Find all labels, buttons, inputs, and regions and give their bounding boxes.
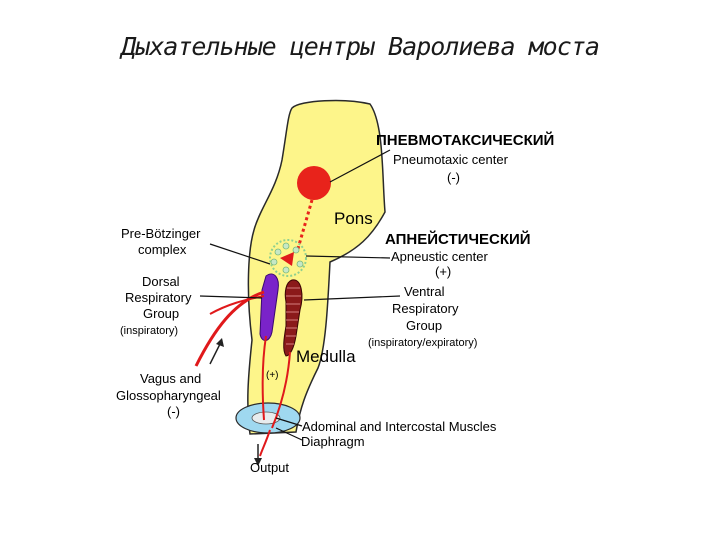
pneumotaxic-center-circle [297, 166, 331, 200]
ventral-group-stripes [286, 287, 301, 345]
medulla-label: Medulla [296, 347, 356, 366]
plus-small-label: (+) [266, 370, 279, 381]
vagus-nerve-branch [209, 295, 265, 315]
prebotzinger-label-2: complex [138, 242, 187, 257]
prebotzinger-leader [209, 243, 271, 265]
spinal-cord-grey-matter [251, 411, 281, 425]
page-title: Дыхательные центры Варолиева моста [121, 32, 600, 61]
pneumotaxic-label-ru: ПНЕВМОТАКСИЧЕСКИЙ [376, 131, 554, 149]
pons-label: Pons [334, 209, 373, 228]
muscles-label: Adominal and Intercostal Muscles [302, 419, 497, 434]
vagus-nerve [194, 290, 265, 367]
diaphragm-label: Diaphragm [301, 434, 365, 449]
dorsal-label-4: (inspiratory) [120, 325, 178, 337]
muscles-leader [275, 417, 303, 427]
apneustic-sign: (+) [435, 264, 451, 279]
vagus-label-3: (-) [167, 404, 180, 419]
apneustic-label-en: Apneustic center [391, 249, 489, 264]
brainstem-shape [247, 99, 386, 435]
ventral-leader [303, 295, 401, 301]
ventral-label-3: Group [406, 318, 442, 333]
dorsal-leader [199, 295, 263, 299]
vagus-label-2: Glossopharyngeal [116, 388, 221, 403]
apneustic-center-cluster [269, 239, 307, 277]
ventral-label-2: Respiratory [392, 301, 459, 316]
afferent-arrowhead [216, 338, 224, 347]
ventral-respiratory-group [283, 279, 303, 357]
ventral-label-1: Ventral [404, 284, 445, 299]
ventral-label-4: (inspiratory/expiratory) [368, 337, 477, 349]
dorsal-label-3: Group [143, 306, 179, 321]
dorsal-label-2: Respiratory [125, 290, 192, 305]
pneumotaxic-leader [329, 149, 391, 183]
output-arrowhead [254, 458, 262, 466]
apneustic-label-ru: АПНЕЙСТИЧЕСКИЙ [385, 230, 531, 248]
output-label: Output [250, 460, 289, 475]
dorsal-respiratory-group [259, 273, 279, 341]
output-nerve [259, 429, 271, 457]
pneumotaxic-sign: (-) [447, 170, 460, 185]
pneumotaxic-label-en: Pneumotaxic center [393, 152, 509, 167]
ventral-output-nerve [271, 351, 291, 429]
prebotzinger-label-1: Pre-Bötzinger [121, 226, 201, 241]
vagus-label-1: Vagus and [140, 371, 201, 386]
dorsal-output-nerve [261, 335, 267, 421]
dorsal-label-1: Dorsal [142, 274, 180, 289]
apneustic-leader [305, 255, 391, 259]
diaphragm-leader [275, 427, 303, 441]
